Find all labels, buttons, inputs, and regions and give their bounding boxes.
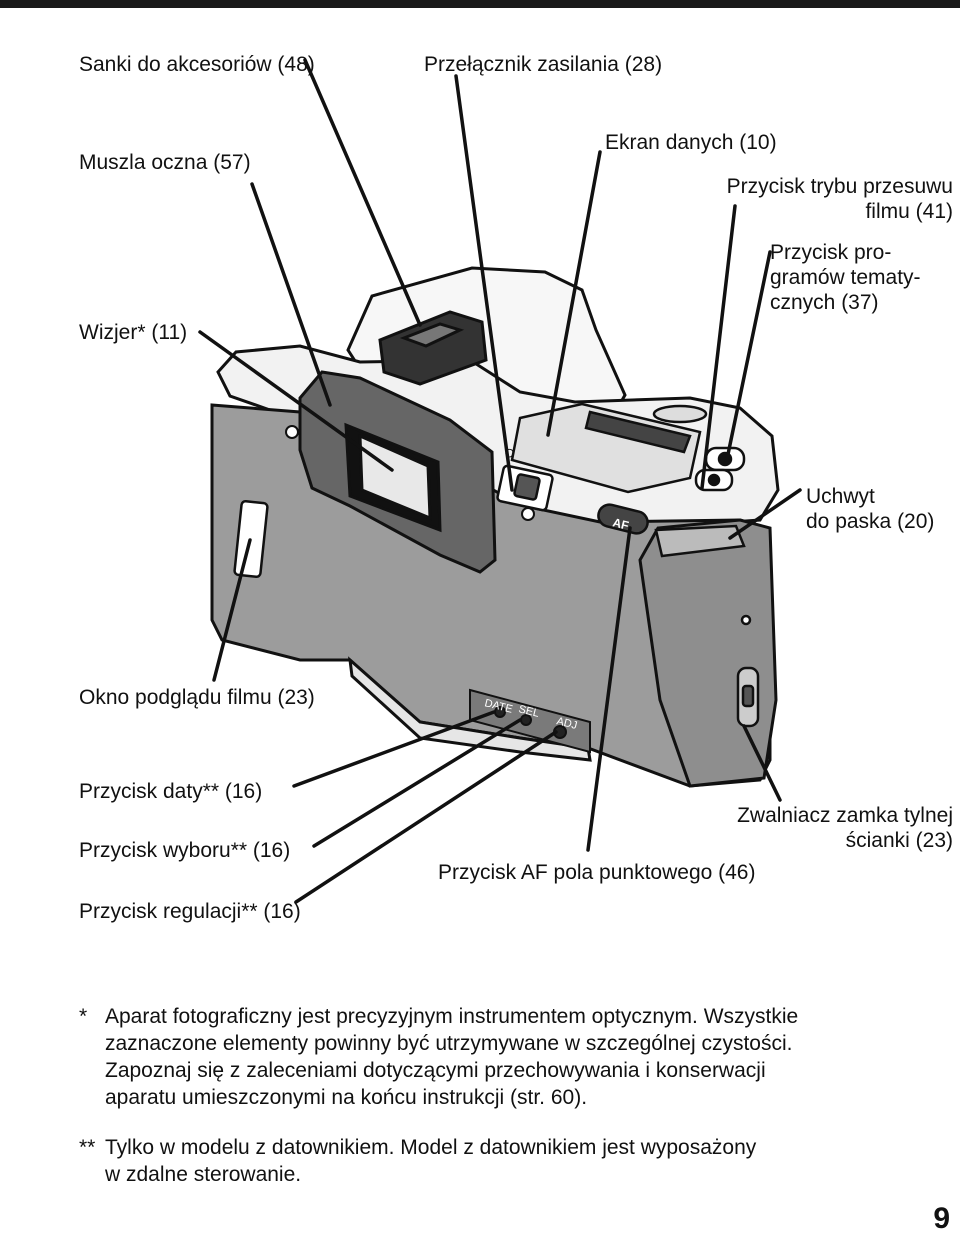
af-button-shape: AF — [597, 503, 649, 535]
label-power-switch: Przełącznik zasilania (28) — [424, 53, 663, 76]
label-select-button: Przycisk wyboru** (16) — [79, 839, 291, 862]
footnote-2-mark: ** — [79, 1136, 96, 1159]
accessory-shoe-shape — [378, 310, 488, 386]
page-number: 9 — [933, 1202, 950, 1235]
mode-buttons-shape — [652, 404, 746, 492]
label-date-button: Przycisk daty** (16) — [79, 780, 263, 803]
label-viewfinder: Wizjer* (11) — [79, 321, 188, 344]
label-drive-mode-button: Przycisk trybu przesuwu filmu (41) — [726, 175, 953, 223]
screws — [285, 425, 535, 521]
data-panel-shape — [510, 402, 702, 494]
label-back-cover-release: Zwalniacz zamka tylnej ścianki (23) — [737, 804, 953, 852]
back-cover-release-shape — [736, 614, 760, 728]
camera-back-illustration: OFF ON AF DATE SEL ADJ — [198, 58, 802, 904]
footnote-1-mark: * — [79, 1005, 88, 1028]
footnote-2-text: Tylko w modelu z datownikiem. Model z da… — [105, 1136, 757, 1186]
label-adjust-button: Przycisk regulacji** (16) — [79, 900, 301, 923]
footnote-2: ** Tylko w modelu z datownikiem. Model z… — [79, 1134, 939, 1190]
eyecup-shape — [298, 370, 497, 574]
label-subject-program-button: Przycisk pro- gramów tematy- cznych (37) — [770, 241, 921, 314]
sel-mark: SEL — [517, 703, 540, 720]
label-strap-eyelet: Uchwyt do paska (20) — [806, 485, 935, 533]
label-accessory-shoe: Sanki do akcesoriów (48) — [79, 53, 315, 76]
adj-mark: ADJ — [555, 715, 578, 732]
label-data-panel: Ekran danych (10) — [605, 131, 777, 154]
date-buttons-shape: DATE SEL ADJ — [469, 688, 591, 754]
label-eyecup: Muszla oczna (57) — [79, 151, 251, 174]
footnote-1: * Aparat fotograficzny jest precyzyjnym … — [79, 1003, 939, 1113]
top-rule — [0, 0, 960, 8]
footnote-1-text: Aparat fotograficzny jest precyzyjnym in… — [105, 1005, 799, 1109]
leader-lines — [198, 58, 802, 904]
label-spot-af-button: Przycisk AF pola punktowego (46) — [438, 861, 756, 884]
label-film-window: Okno podglądu filmu (23) — [79, 686, 315, 709]
strap-lug-shape — [654, 524, 746, 558]
af-mark: AF — [611, 515, 630, 532]
